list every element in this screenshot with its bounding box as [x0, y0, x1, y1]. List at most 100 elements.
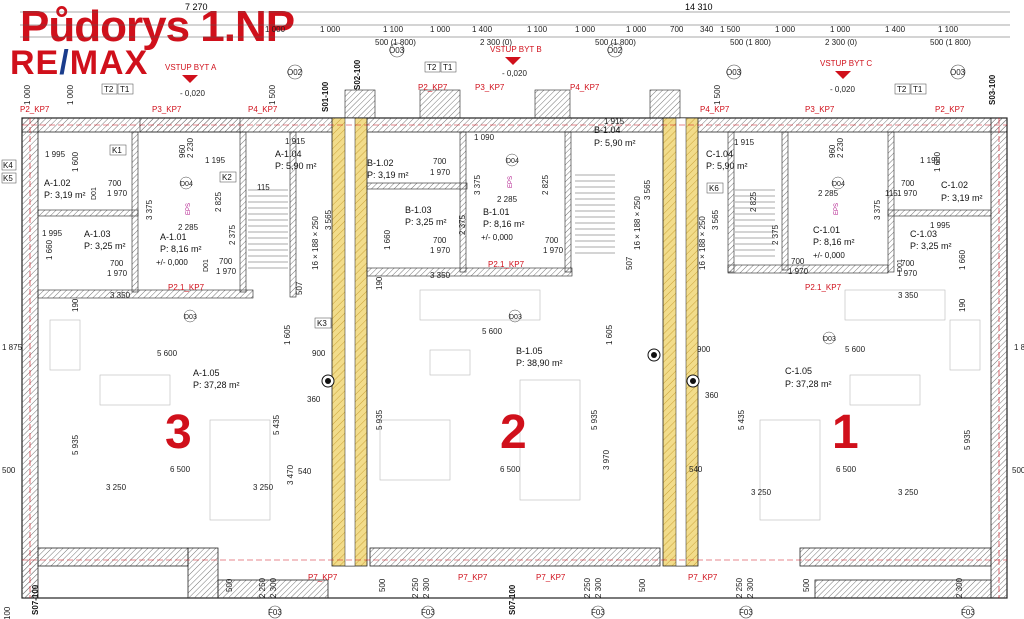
room-c-1-04: C-1.04	[706, 149, 733, 159]
tags-top: P2_KP7 P3_KP7 P4_KP7 P2_KP7 P3_KP7 P4_KP…	[20, 83, 965, 114]
svg-text:2 300 (0): 2 300 (0)	[480, 38, 512, 47]
svg-text:1 000: 1 000	[775, 25, 796, 34]
svg-text:P: 5,90 m²: P: 5,90 m²	[275, 161, 317, 171]
svg-text:K5: K5	[3, 174, 13, 183]
svg-text:100: 100	[3, 606, 12, 619]
svg-text:O02: O02	[607, 46, 623, 55]
svg-text:1 000: 1 000	[66, 84, 75, 105]
room-a-1-04: A-1.04	[275, 149, 302, 159]
svg-text:- 0,020: - 0,020	[502, 69, 527, 78]
svg-text:P3_KP7: P3_KP7	[805, 105, 835, 114]
svg-text:P: 37,28 m²: P: 37,28 m²	[193, 380, 240, 390]
svg-text:500 (1 800): 500 (1 800)	[730, 38, 771, 47]
svg-text:700: 700	[433, 157, 447, 166]
room-b-1-01: B-1.01	[483, 207, 510, 217]
room-c-1-03: C-1.03	[910, 229, 937, 239]
svg-text:- 0,020: - 0,020	[830, 85, 855, 94]
svg-text:1 970: 1 970	[430, 246, 451, 255]
svg-text:700: 700	[545, 236, 559, 245]
svg-text:3 565: 3 565	[711, 209, 720, 230]
room-a-1-02: A-1.02	[44, 178, 71, 188]
svg-text:P: 8,16 m²: P: 8,16 m²	[483, 219, 525, 229]
svg-text:D03: D03	[509, 314, 522, 321]
svg-text:1 970: 1 970	[543, 246, 564, 255]
k-markers: K1 K2 K3 K4 K5 K6	[1, 144, 724, 329]
svg-text:2 230: 2 230	[836, 137, 845, 158]
svg-text:P: 3,25 m²: P: 3,25 m²	[405, 217, 447, 227]
svg-text:3 375: 3 375	[473, 174, 482, 195]
svg-text:1 500: 1 500	[268, 84, 277, 105]
section-markers: S01-100 S02-100 S03-100 S07-100 S07-100	[31, 59, 997, 615]
svg-text:1 970: 1 970	[430, 168, 451, 177]
svg-text:2 300: 2 300	[746, 577, 755, 598]
svg-text:P3_KP7: P3_KP7	[475, 83, 505, 92]
stairs	[248, 174, 775, 269]
svg-text:P: 3,25 m²: P: 3,25 m²	[910, 241, 952, 251]
svg-text:6 500: 6 500	[170, 465, 191, 474]
svg-text:700: 700	[110, 259, 124, 268]
svg-text:1 100: 1 100	[383, 25, 404, 34]
svg-text:P4_KP7: P4_KP7	[570, 83, 600, 92]
inner-walls	[37, 89, 992, 299]
svg-text:D01: D01	[203, 259, 210, 272]
svg-text:F03: F03	[961, 608, 975, 617]
svg-text:T2: T2	[104, 85, 114, 94]
dim-row2: 1 000 1 000 1 100 1 000 1 400 1 100 1 00…	[265, 25, 959, 34]
svg-text:1 600: 1 600	[933, 151, 942, 172]
svg-text:115: 115	[257, 183, 270, 192]
svg-text:960: 960	[178, 144, 187, 158]
svg-text:5 435: 5 435	[272, 414, 281, 435]
svg-text:500: 500	[2, 466, 16, 475]
svg-text:P: 3,19 m²: P: 3,19 m²	[941, 193, 983, 203]
svg-text:F03: F03	[268, 608, 282, 617]
svg-text:D04: D04	[832, 181, 845, 188]
svg-text:500 (1 800): 500 (1 800)	[375, 38, 416, 47]
svg-text:1 090: 1 090	[474, 133, 495, 142]
svg-text:K3: K3	[317, 319, 327, 328]
svg-text:D04: D04	[506, 158, 519, 165]
svg-text:1 000: 1 000	[430, 25, 451, 34]
entrance-c: VSTUP BYT C	[820, 59, 872, 68]
svg-text:2 250: 2 250	[583, 577, 592, 598]
svg-text:5 435: 5 435	[737, 409, 746, 430]
svg-text:500: 500	[225, 578, 234, 592]
svg-text:P7_KP7: P7_KP7	[536, 573, 566, 582]
svg-text:1 660: 1 660	[958, 249, 967, 270]
svg-text:3 350: 3 350	[898, 291, 919, 300]
svg-text:700: 700	[901, 259, 915, 268]
svg-text:1 000: 1 000	[830, 25, 851, 34]
svg-text:3 250: 3 250	[106, 483, 127, 492]
furniture	[49, 289, 981, 521]
svg-text:700: 700	[901, 179, 915, 188]
svg-text:2 250: 2 250	[258, 577, 267, 598]
room-b-1-04: B-1.04	[594, 125, 621, 135]
t-markers: T2 T1 T2 T1 T2 T1	[101, 61, 927, 95]
entrance-a: VSTUP BYT A	[165, 63, 217, 72]
svg-text:K4: K4	[3, 161, 13, 170]
svg-text:2 825: 2 825	[749, 191, 758, 212]
svg-text:500 (1 800): 500 (1 800)	[595, 38, 636, 47]
svg-text:5 600: 5 600	[482, 327, 503, 336]
svg-text:T2: T2	[427, 63, 437, 72]
svg-text:P: 8,16 m²: P: 8,16 m²	[813, 237, 855, 247]
apartment-number-3: 3	[165, 406, 192, 459]
svg-text:500: 500	[1012, 466, 1024, 475]
flue-symbols	[321, 348, 700, 388]
svg-text:2 300: 2 300	[594, 577, 603, 598]
dimension-labels: 5 600 5 600 5 600 6 500 6 500 6 500 3 25…	[2, 84, 1024, 619]
svg-text:2 825: 2 825	[541, 174, 550, 195]
svg-text:3 350: 3 350	[110, 291, 131, 300]
svg-text:T1: T1	[913, 85, 923, 94]
svg-text:1 400: 1 400	[885, 25, 906, 34]
svg-text:3 375: 3 375	[873, 199, 882, 220]
svg-text:6 500: 6 500	[836, 465, 857, 474]
svg-text:1 915: 1 915	[734, 138, 755, 147]
svg-text:O02: O02	[287, 68, 303, 77]
svg-text:1 875: 1 875	[1014, 343, 1024, 352]
room-b-1-02: B-1.02	[367, 158, 394, 168]
svg-text:2 300 (0): 2 300 (0)	[825, 38, 857, 47]
svg-text:1 915: 1 915	[604, 117, 625, 126]
svg-text:2 300: 2 300	[269, 577, 278, 598]
svg-text:700: 700	[791, 257, 805, 266]
svg-text:5 935: 5 935	[71, 434, 80, 455]
